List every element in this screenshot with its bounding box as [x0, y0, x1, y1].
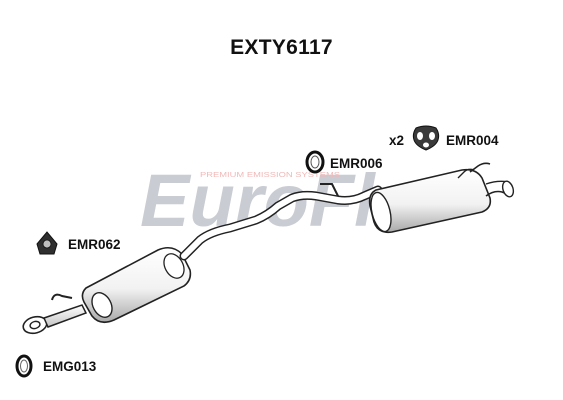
part-label-emr062: EMR062 [68, 237, 121, 252]
gasket-ring-icon [15, 354, 33, 378]
part-quantity-emr004: x2 [389, 133, 405, 148]
rear-silencer [368, 162, 492, 234]
ring-hanger-icon [305, 150, 325, 174]
part-label-emg013: EMG013 [43, 359, 97, 374]
rubber-mount-icon [36, 231, 58, 255]
front-silencer [81, 246, 192, 324]
watermark-tagline: PREMIUM EMISSION SYSTEMS [200, 172, 340, 179]
rubber-hanger-icon [412, 125, 440, 151]
part-number-title: EXTY6117 [230, 36, 333, 59]
tail-pipe [485, 180, 515, 198]
part-label-emr004: EMR004 [446, 133, 499, 148]
front-pipe [22, 293, 88, 335]
centre-pipe [179, 183, 383, 261]
part-label-emr006: EMR006 [330, 156, 383, 171]
